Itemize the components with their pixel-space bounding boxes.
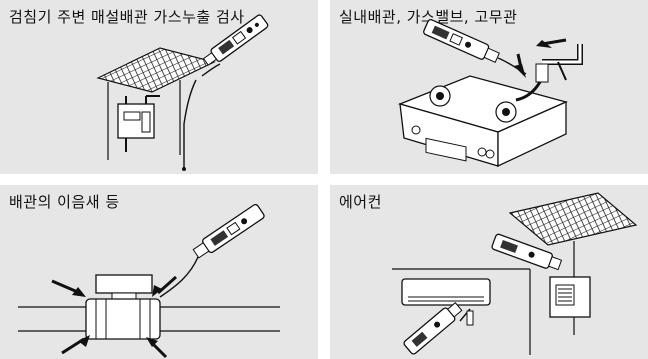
roof-eave — [98, 48, 214, 92]
gas-meter — [118, 96, 160, 152]
range-valve-illustration — [330, 0, 648, 174]
air-conditioner-illustration — [330, 185, 648, 359]
pipe-valve-fitting — [86, 275, 160, 339]
gas-detector-device — [192, 203, 266, 260]
outdoor-ac-unit — [550, 277, 590, 317]
roof-eave — [510, 193, 636, 245]
indoor-ac-unit — [402, 279, 490, 305]
panel-meter-pipe-check: 검침기 주변 매설배관 가스누출 검사 — [0, 0, 318, 174]
pipe-joint-illustration — [0, 185, 318, 359]
meter-pipe-illustration — [0, 0, 318, 174]
panel-pipe-joints: 배관의 이음새 등 — [0, 185, 318, 359]
gas-detector-device-secondary — [403, 300, 464, 355]
panel-air-conditioner: 에어컨 — [330, 185, 648, 359]
panel-indoor-pipe-valve-hose: 실내배관, 가스밸브, 고무관 — [330, 0, 648, 174]
probe-hose — [182, 64, 220, 171]
gas-detector-device — [202, 14, 269, 68]
gas-range — [400, 76, 566, 166]
gas-detector-device — [423, 19, 501, 65]
